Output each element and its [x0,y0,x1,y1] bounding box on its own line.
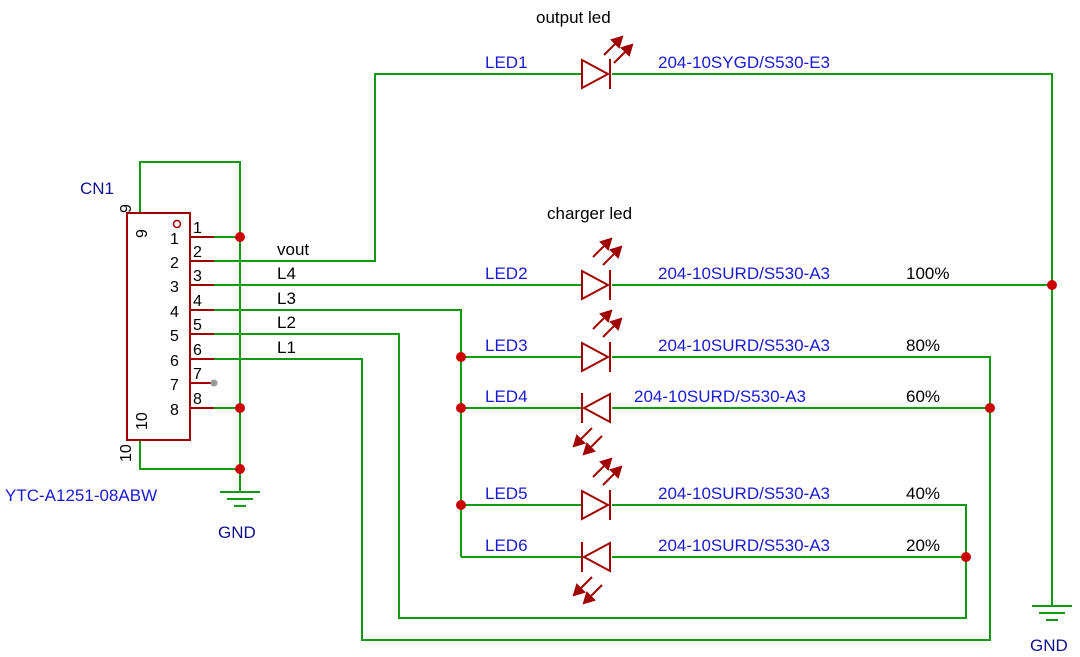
wire-l3 [214,309,462,557]
led6-body [581,541,611,573]
junction-led4 [456,403,466,413]
led3-body [581,341,611,373]
led5-ref: LED5 [485,484,528,503]
junction-led3 [456,352,466,362]
led1: LED1 204-10SYGD/S530-E3 [485,35,830,90]
net-labels: vout L4 L3 L2 L1 [277,240,309,357]
led3-level: 80% [906,336,940,355]
junction-led5 [456,500,466,510]
wire-pin10-ground [139,440,240,470]
led2-emission-arrows [592,237,623,266]
led3: LED3 204-10SURD/S530-A3 80% [485,309,940,373]
led4-level: 60% [906,387,940,406]
pin-number-2: 2 [193,244,202,261]
led4: LED4 204-10SURD/S530-A3 60% [485,387,940,456]
junction-pin8 [235,403,245,413]
wires [139,73,1053,641]
gnd-label-right: GND [1030,636,1068,655]
led3-emission-arrows [592,309,623,338]
pin-inner-number-7: 7 [170,377,179,394]
led2: LED2 204-10SURD/S530-A3 100% [485,237,949,301]
net-label-l4: L4 [277,264,296,283]
wire-led1-to-rail [612,73,1053,590]
led2-ref: LED2 [485,264,528,283]
led3-ref: LED3 [485,336,528,355]
led2-part: 204-10SURD/S530-A3 [658,264,830,283]
led5-part: 204-10SURD/S530-A3 [658,484,830,503]
junction-rail [1047,280,1057,290]
pin-inner-number-5: 5 [170,328,179,345]
net-label-l1: L1 [277,338,296,357]
wire-pin9-loop [139,161,241,237]
pin-inner-number-4: 4 [170,304,179,321]
pin-number-8: 8 [193,391,202,408]
junctions [235,232,1057,562]
led1-body [581,58,611,90]
led4-part: 204-10SURD/S530-A3 [634,387,806,406]
wire-led5-right [214,333,967,619]
junction-pin1 [235,232,245,242]
connector-cn1: 1 2 3 4 5 6 7 8 1 2 3 4 5 6 7 8 9 9 10 1… [5,179,218,505]
led4-ref: LED4 [485,387,528,406]
pin-inner-number-8: 8 [170,402,179,419]
led6-level: 20% [906,536,940,555]
pin-number-6: 6 [193,342,202,359]
junction-led56-right [961,552,971,562]
led2-body [581,269,611,301]
led5-body [581,489,611,521]
led6-emission-arrows [572,576,603,605]
pin-number-5: 5 [193,317,202,334]
wire-led3-right [214,356,991,641]
led6: LED6 204-10SURD/S530-A3 20% [485,536,940,605]
wire-vout [214,73,582,262]
connector-ref: CN1 [80,179,114,198]
pin-inner-number-10: 10 [134,412,151,430]
pin-number-10: 10 [118,444,135,462]
junction-led34-right [985,403,995,413]
led1-part: 204-10SYGD/S530-E3 [658,53,830,72]
led1-emission-arrows [603,35,634,64]
pin-inner-number-3: 3 [170,279,179,296]
led6-ref: LED6 [485,536,528,555]
led6-part: 204-10SURD/S530-A3 [658,536,830,555]
led5: LED5 204-10SURD/S530-A3 40% [485,457,940,521]
led5-emission-arrows [592,457,623,486]
led4-emission-arrows [572,427,603,456]
led4-body [581,392,611,424]
connector-part: YTC-A1251-08ABW [5,486,157,505]
pin-number-9: 9 [118,204,135,213]
pin-inner-number-6: 6 [170,353,179,370]
pin-number-7: 7 [193,366,202,383]
net-label-l2: L2 [277,313,296,332]
junction-ground [235,464,245,474]
led2-level: 100% [906,264,949,283]
group-title-output: output led [536,8,611,27]
pin1-marker [172,219,182,229]
group-title-charger: charger led [547,204,632,223]
net-label-l3: L3 [277,289,296,308]
gnd-label-left: GND [218,523,256,542]
pin7-no-connect [210,379,218,387]
connector-body [126,212,191,441]
led1-ref: LED1 [485,53,528,72]
led5-level: 40% [906,484,940,503]
pin-inner-number-9: 9 [134,229,151,238]
led3-part: 204-10SURD/S530-A3 [658,336,830,355]
net-label-vout: vout [277,240,309,259]
pin-inner-number-1: 1 [170,231,179,248]
ground-symbol-left: GND [218,469,260,542]
pin-number-3: 3 [193,268,202,285]
pin-number-4: 4 [193,293,202,310]
pin-inner-number-2: 2 [170,255,179,272]
ground-symbol-right: GND [1030,590,1072,655]
pin-number-1: 1 [193,220,202,237]
